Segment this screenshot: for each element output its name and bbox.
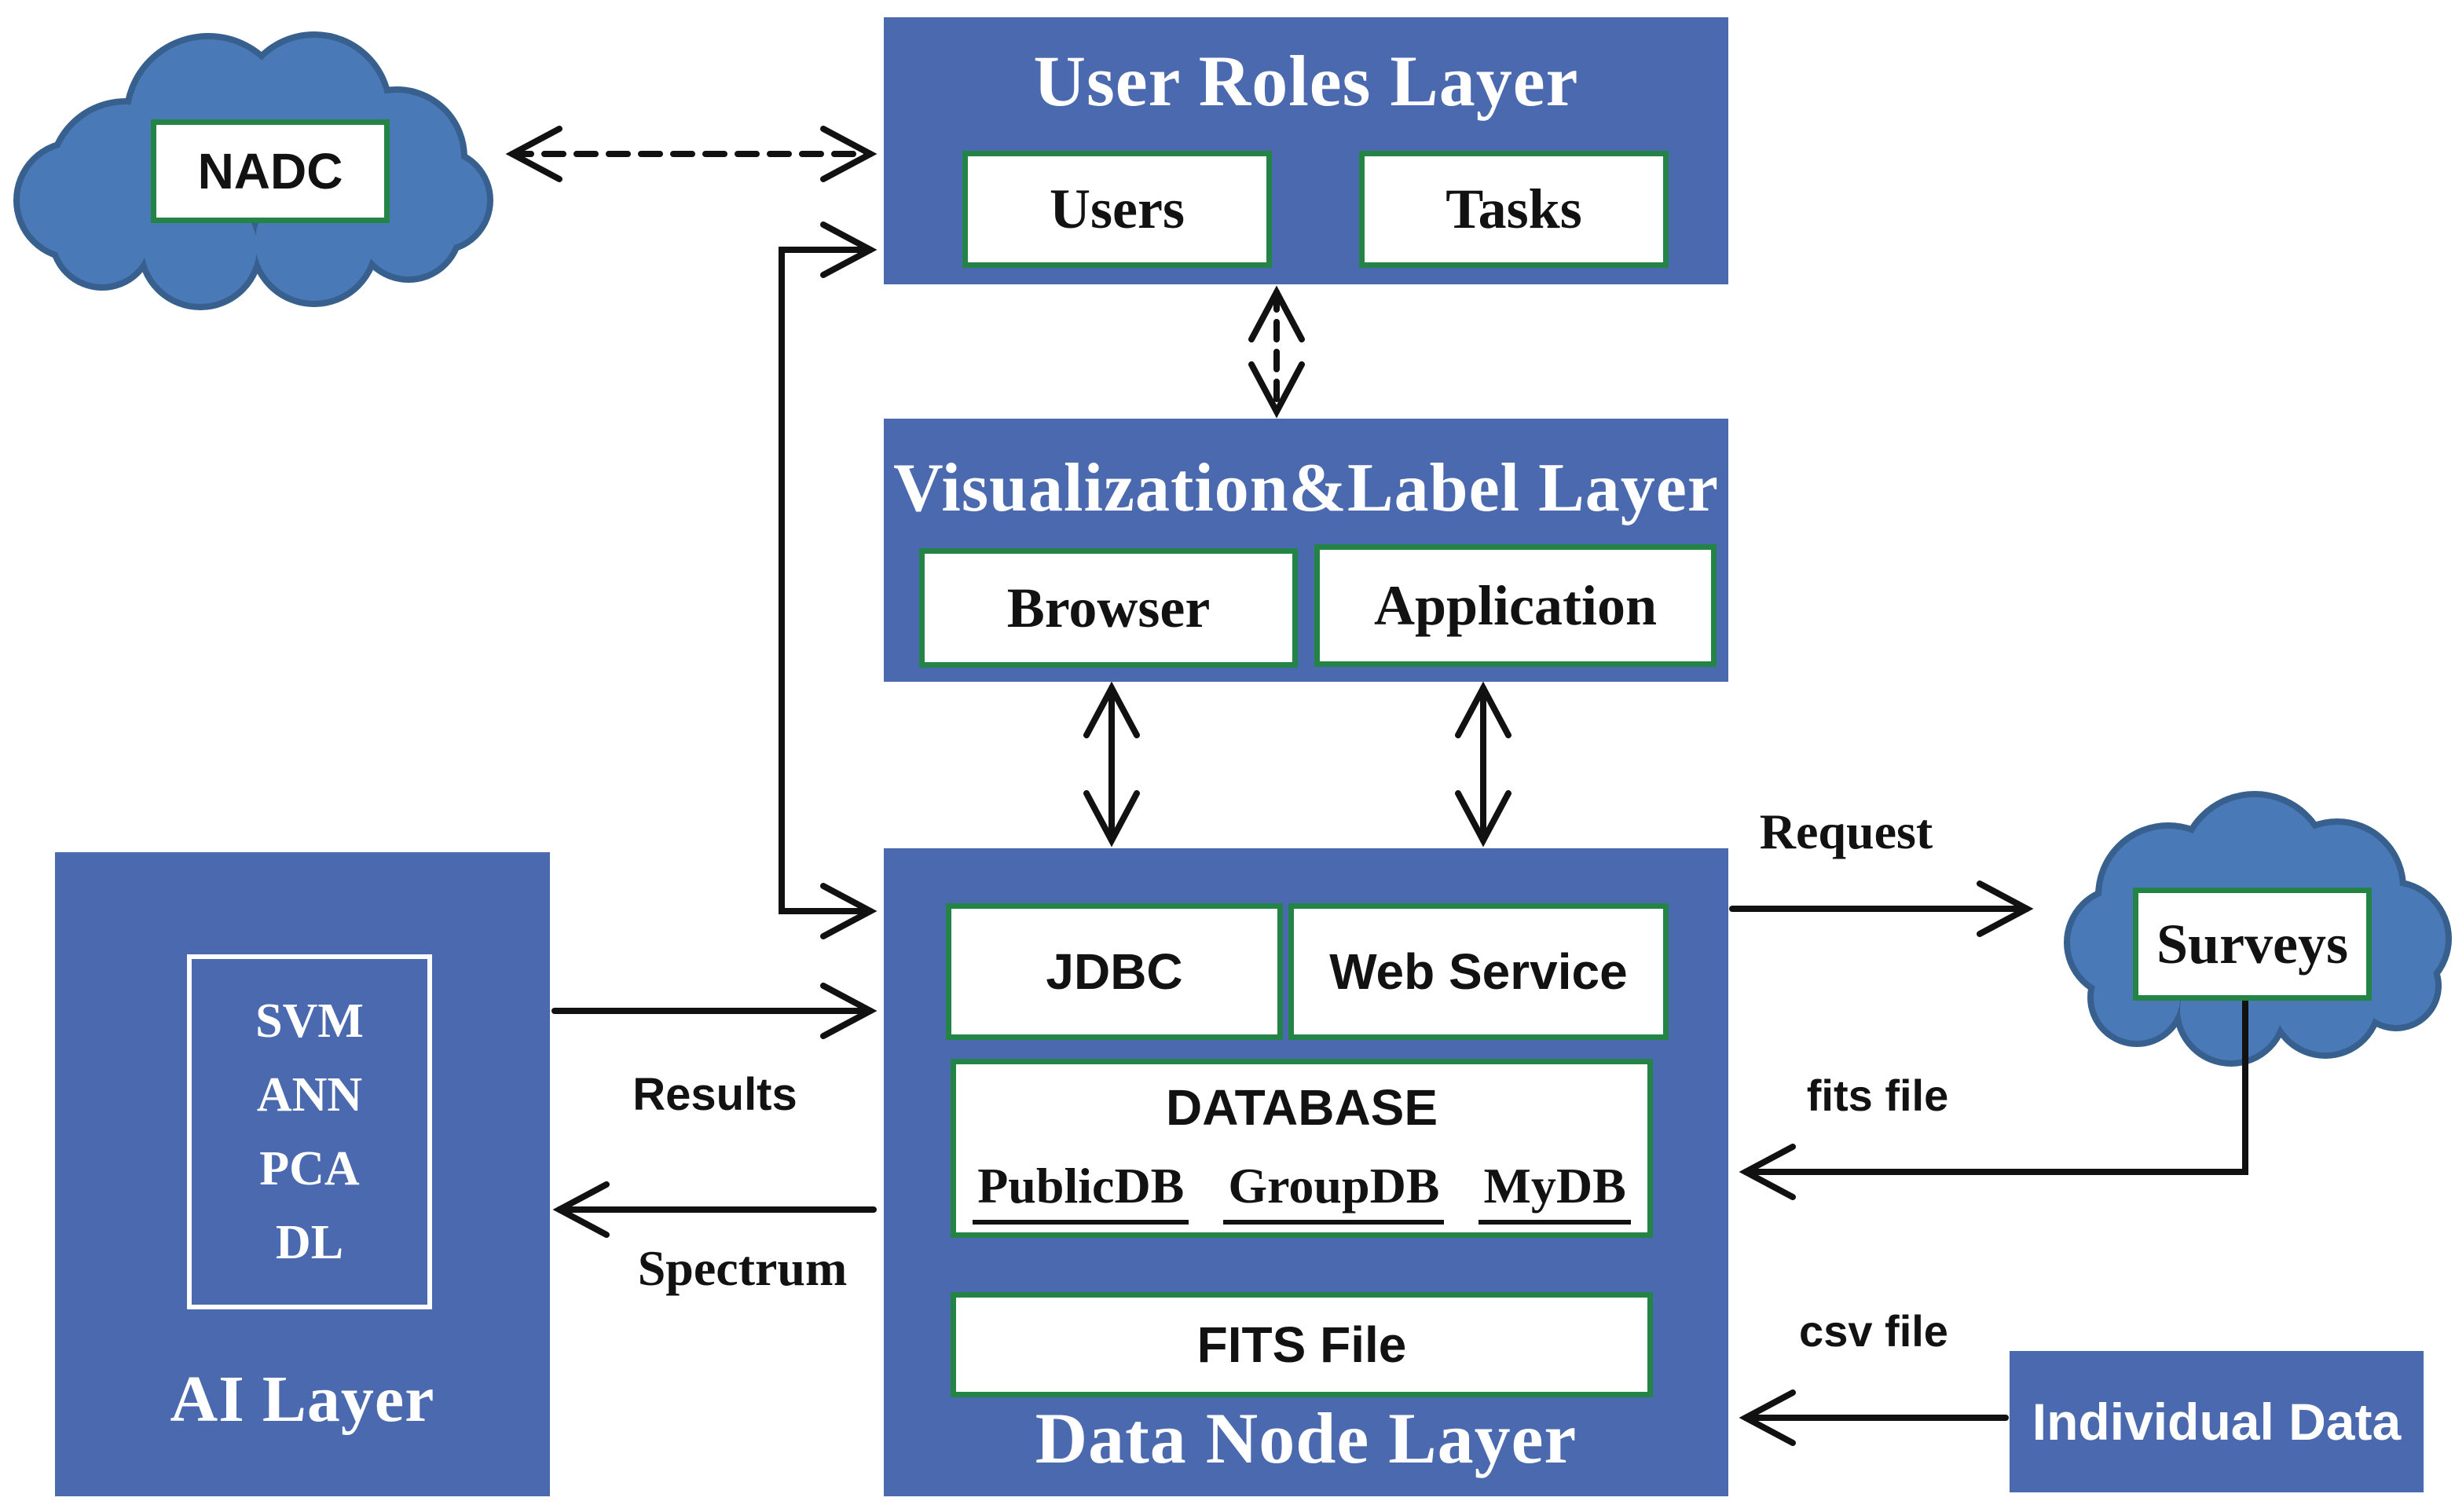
individual-data-box: Individual Data [2010, 1351, 2424, 1492]
users-label: Users [1050, 178, 1185, 240]
arrowhead-right [820, 983, 878, 1039]
results-flow-label: Results [632, 1069, 797, 1120]
csv-file-flow-label: csv file [1799, 1306, 1948, 1356]
spectrum-flow-label: Spectrum [637, 1240, 848, 1296]
ai-layer-title: AI Layer [170, 1363, 435, 1436]
browser-label: Browser [1006, 576, 1211, 639]
algorithm-pca: PCA [259, 1142, 360, 1195]
nadc-box: NADC [151, 119, 390, 223]
application-box: Application [1314, 544, 1717, 667]
arrowhead-left [1739, 1144, 1796, 1200]
algorithm-svm: SVM [255, 994, 364, 1048]
arrowhead-left [505, 126, 562, 182]
web-service-box: Web Service [1288, 903, 1669, 1040]
ai-layer: AI Layer [55, 852, 550, 1496]
fits-file-box: FITS File [951, 1292, 1653, 1397]
tasks-box: Tasks [1359, 151, 1669, 268]
request-label: Request [1759, 804, 1933, 859]
jdbc-box: JDBC [946, 903, 1283, 1040]
database-box: DATABASE PublicDB GroupDB MyDB [951, 1059, 1653, 1238]
arrowhead-up [1083, 681, 1140, 738]
surveys-label: Surveys [2156, 912, 2349, 976]
data-node-layer-title: Data Node Layer [1035, 1398, 1577, 1478]
arrowhead-right [820, 221, 878, 278]
arrowhead-left [552, 1181, 610, 1238]
individual-data-label: Individual Data [2032, 1393, 2402, 1451]
tasks-label: Tasks [1446, 178, 1582, 240]
publicdb-label: PublicDB [973, 1157, 1189, 1225]
arrowhead-right [820, 883, 878, 939]
arrowhead-left [1739, 1389, 1796, 1446]
fits-file-flow-label: fits file [1806, 1071, 1949, 1120]
user-roles-layer-title: User Roles Layer [1033, 41, 1579, 121]
fits-file-label: FITS File [1196, 1316, 1407, 1373]
jdbc-label: JDBC [1046, 943, 1183, 1000]
mydb-label: MyDB [1478, 1157, 1631, 1225]
arrowhead-right [1977, 880, 2034, 937]
surveys-box: Surveys [2133, 888, 2372, 1001]
application-label: Application [1373, 573, 1658, 637]
browser-box: Browser [919, 548, 1298, 668]
ai-algorithms-box: SVM ANN PCA DL [187, 954, 432, 1309]
arrowhead-down [1455, 790, 1511, 848]
arrowhead-up [1248, 285, 1305, 342]
database-title: DATABASE [1165, 1079, 1438, 1136]
fits-file-arrow [1742, 994, 2248, 1175]
visualization-label-layer-title: Visualization&Label Layer [893, 450, 1719, 526]
nadc-label: NADC [197, 143, 343, 200]
userroles-datanode-elbow [779, 247, 874, 914]
web-service-label: Web Service [1329, 943, 1628, 1000]
arrowhead-down [1248, 361, 1305, 419]
algorithm-ann: ANN [256, 1068, 363, 1122]
groupdb-label: GroupDB [1223, 1157, 1445, 1225]
algorithm-dl: DL [275, 1216, 344, 1269]
arrowhead-right [820, 126, 878, 182]
database-instances: PublicDB GroupDB MyDB [973, 1157, 1631, 1225]
arrowhead-down [1083, 790, 1140, 848]
arrowhead-up [1455, 681, 1511, 738]
users-box: Users [962, 151, 1272, 268]
